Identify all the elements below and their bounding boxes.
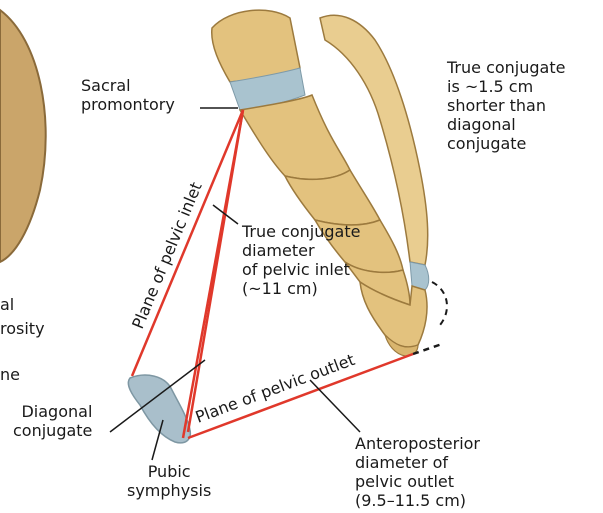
ap-diameter-label: Anteroposterior diameter of pelvic outle… — [355, 434, 480, 510]
plane-outlet-label: Plane of pelvic outlet — [193, 350, 357, 427]
true-conjugate-note: True conjugate is ~1.5 cm shorter than d… — [447, 58, 565, 153]
leader-ap-diameter — [310, 380, 360, 432]
outlet-plane-line — [188, 354, 413, 438]
diagonal-conjugate-line — [183, 110, 243, 438]
ilium-bone-edge — [0, 10, 46, 262]
cut-label-1: al — [0, 295, 14, 314]
cut-label-3: ne — [0, 365, 20, 384]
sacrum-coccyx — [212, 10, 429, 356]
plane-inlet-label: Plane of pelvic inlet — [128, 179, 206, 331]
true-conjugate-diameter-label: True conjugate diameter of pelvic inlet … — [242, 222, 360, 298]
inlet-plane-line — [132, 110, 243, 376]
cut-label-2: rosity — [0, 319, 45, 338]
coccyx-dashed-outline — [432, 282, 447, 325]
sacral-promontory-label: Sacral promontory — [81, 76, 175, 114]
diagonal-conjugate-label: Diagonal conjugate — [13, 402, 92, 440]
pubic-symphysis-label: Pubic symphysis — [127, 462, 211, 500]
